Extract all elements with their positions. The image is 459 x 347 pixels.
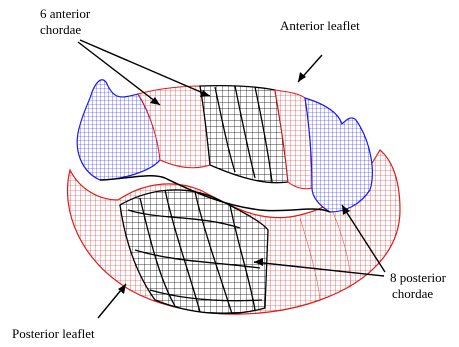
- anterior-chordae-label-line1: 6 anterior: [40, 6, 91, 21]
- anterior-leaflet-blue-right: [305, 98, 372, 212]
- posterior-chordae-label-line2: chordae: [392, 286, 433, 301]
- anterior-leaflet-label: Anterior leaflet: [280, 18, 360, 33]
- posterior-chordae-label-line1: 8 posterior: [390, 270, 447, 285]
- anterior-chordae-label: 6 anterior chordae: [40, 6, 91, 37]
- posterior-leaflet-label: Posterior leaflet: [12, 326, 95, 341]
- anterior-chordae-band: [200, 86, 288, 183]
- anterior-leaflet-mesh: [77, 80, 372, 212]
- anterior-chordae-label-line2: chordae: [40, 22, 81, 37]
- posterior-chordae-label: 8 posterior chordae: [390, 270, 447, 301]
